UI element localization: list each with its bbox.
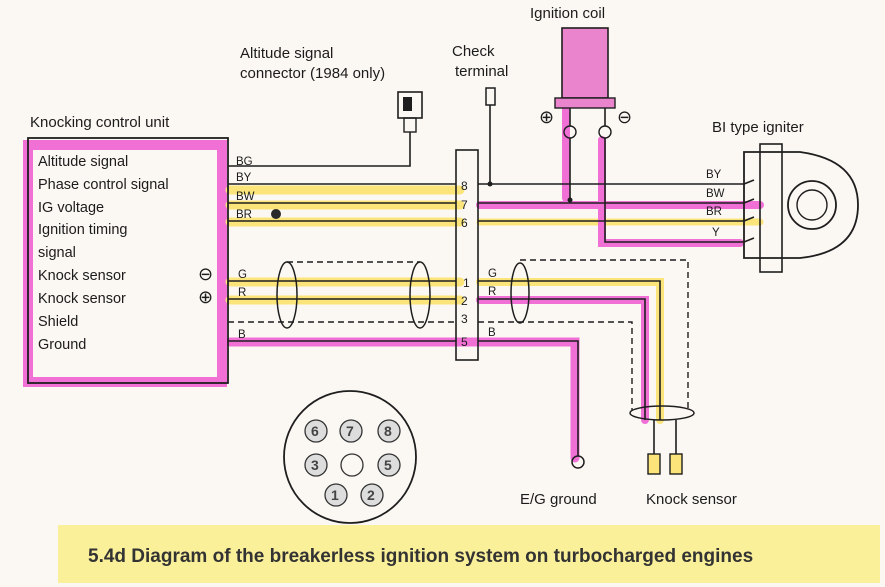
unit-row-knock-sensor-minus: Knock sensor (38, 268, 126, 284)
code-bw: BW (236, 191, 255, 203)
ignition-coil-label: Ignition coil (530, 5, 605, 22)
ignition-coil-icon (554, 27, 744, 243)
code-r: R (238, 287, 246, 299)
code-g: G (238, 269, 247, 281)
shield-ring-left (276, 261, 298, 329)
altitude-connector-label-2: connector (1984 only) (240, 65, 385, 82)
pin-3: 3 (461, 312, 468, 326)
code-mid-b: B (488, 327, 496, 339)
altitude-connector-icon (228, 91, 423, 167)
unit-row-knock-sensor-plus: Knock sensor (38, 291, 126, 307)
unit-row-ignition-timing: Ignition timing (38, 222, 127, 238)
pin-7: 7 (461, 198, 468, 212)
eg-ground-label: E/G ground (520, 491, 597, 508)
knock-sensor-icon (647, 420, 683, 475)
shield-ring-right (409, 261, 431, 329)
plug-pin-numbers: 6 7 8 3 5 1 2 (311, 423, 392, 503)
left-wire-codes: BG BY BW BR G R B (236, 156, 255, 341)
plug-pin-7: 7 (346, 423, 354, 439)
code-mid-r: R (488, 286, 496, 298)
plug-pin-6: 6 (311, 423, 319, 439)
pin-6: 6 (461, 216, 468, 230)
unit-row-altitude-signal: Altitude signal (38, 154, 128, 170)
figure-caption: 5.4d Diagram of the breakerless ignition… (88, 546, 753, 567)
code-br: BR (236, 209, 252, 221)
right-wires (478, 183, 744, 222)
caption-highlight (58, 525, 880, 583)
plug-pin-2: 2 (367, 487, 375, 503)
shield-ring-mid (510, 262, 530, 324)
code-igniter-y: Y (712, 227, 720, 239)
pin-2: 2 (461, 294, 468, 308)
unit-row-ground: Ground (38, 337, 86, 353)
highlighter-marks (23, 46, 764, 463)
central-connector-block (455, 149, 479, 361)
unit-row-labels: Altitude signal Phase control signal IG … (38, 154, 213, 353)
coil-minus-icon: ⊖ (617, 107, 632, 127)
mid-wire-codes: G R B (488, 268, 497, 339)
coil-plus-icon: ⊕ (539, 107, 554, 127)
connector-pin-numbers: 8 7 6 1 2 3 5 (461, 179, 470, 349)
knock-sensor-label: Knock sensor (646, 491, 737, 508)
plug-pin-8: 8 (384, 423, 392, 439)
code-b: B (238, 329, 246, 341)
shield-ring-bottom (629, 405, 695, 421)
knocking-control-unit-title: Knocking control unit (30, 114, 170, 131)
minus-symbol: ⊖ (198, 264, 213, 284)
pin-8: 8 (461, 179, 468, 193)
round-plug-icon (283, 390, 417, 524)
plug-pin-1: 1 (331, 487, 339, 503)
pin-5: 5 (461, 335, 468, 349)
check-terminal-label-2: terminal (455, 63, 508, 80)
plug-pin-3: 3 (311, 457, 319, 473)
plug-pin-5: 5 (384, 457, 392, 473)
code-by: BY (236, 172, 252, 184)
code-igniter-by: BY (706, 169, 722, 181)
igniter-wire-codes: BY BW BR Y (706, 169, 725, 239)
altitude-connector-label-1: Altitude signal (240, 45, 333, 62)
code-bg: BG (236, 156, 253, 168)
left-wires (228, 183, 456, 342)
code-igniter-br: BR (706, 206, 722, 218)
unit-row-ig-voltage: IG voltage (38, 200, 104, 216)
unit-row-shield: Shield (38, 314, 78, 330)
lower-wires (478, 259, 689, 469)
check-terminal-label-1: Check (452, 43, 495, 60)
unit-row-phase-control: Phase control signal (38, 177, 169, 193)
check-terminal-icon (485, 87, 496, 187)
knocking-control-unit-box (27, 137, 229, 384)
plus-symbol: ⊕ (198, 287, 213, 307)
pin-1: 1 (463, 276, 470, 290)
code-mid-g: G (488, 268, 497, 280)
bi-igniter-label: BI type igniter (712, 119, 804, 136)
unit-row-signal: signal (38, 245, 76, 261)
code-igniter-bw: BW (706, 188, 725, 200)
bi-igniter-icon (743, 143, 859, 273)
